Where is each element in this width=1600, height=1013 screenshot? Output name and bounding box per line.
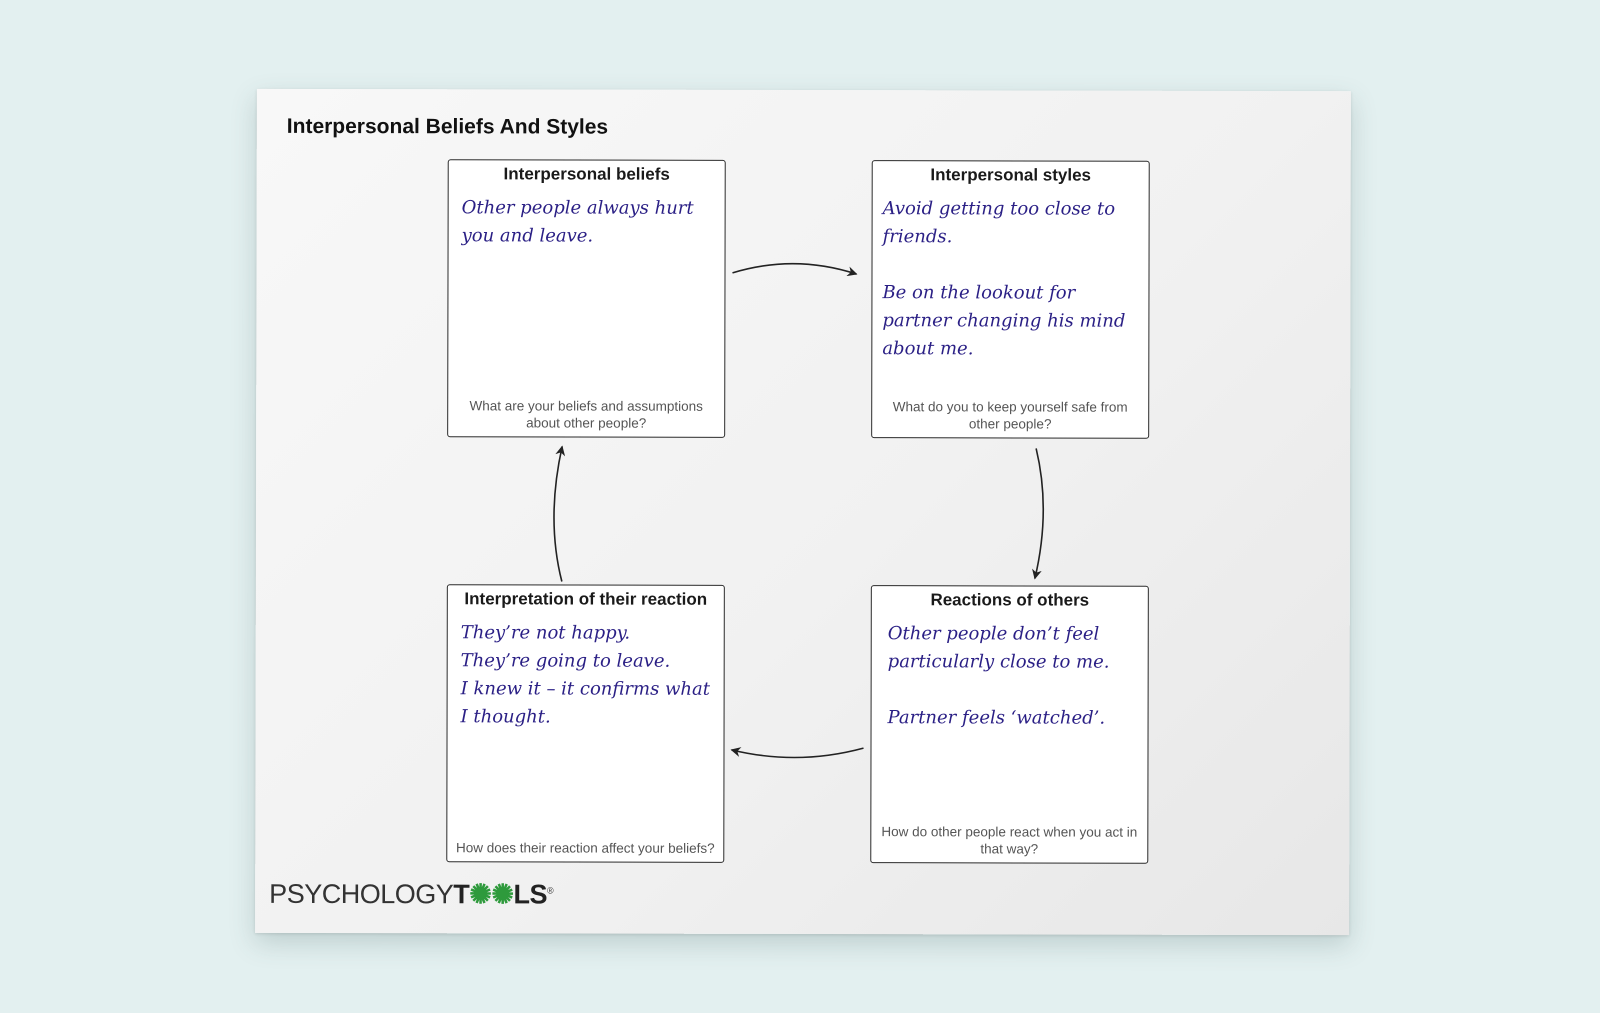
- box-prompt: How does their reaction affect your beli…: [455, 840, 715, 856]
- box-prompt: What do you to keep yourself safe from o…: [892, 399, 1128, 432]
- text-line: Other people always hurt you and leave.: [461, 197, 694, 247]
- arrow-styles-to-reactions: [1032, 448, 1045, 580]
- box-interpersonal-styles: Interpersonal styles Avoid getting too c…: [871, 160, 1150, 439]
- cycle-arrows: [553, 262, 1045, 759]
- text-line: Other people don’t feel particularly clo…: [887, 623, 1110, 673]
- text-line: Avoid getting too close to friends.: [882, 198, 1116, 248]
- box-handwritten-text: They’re not happy. They’re going to leav…: [461, 619, 716, 732]
- text-line: I knew it – it confirms what I thought.: [460, 678, 711, 728]
- box-interpersonal-beliefs: Interpersonal beliefs Other people alway…: [447, 159, 726, 438]
- arrow-interpretation-to-beliefs: [553, 445, 566, 582]
- text-line: They’re going to leave.: [460, 650, 671, 672]
- box-handwritten-text: Other people always hurt you and leave.: [462, 194, 717, 251]
- text-line: They’re not happy.: [460, 622, 631, 644]
- box-interpretation-of-their-reaction: Interpretation of their reaction They’re…: [446, 584, 725, 863]
- psychology-tools-logo: PSYCHOLOGYT✺✺LS®: [269, 878, 554, 910]
- box-title: Interpersonal styles: [930, 165, 1092, 185]
- box-prompt: What are your beliefs and assumptions ab…: [469, 398, 703, 431]
- arrow-reactions-to-interpretation: [730, 747, 864, 759]
- box-title: Interpretation of their reaction: [464, 589, 708, 609]
- box-handwritten-text: Avoid getting too close to friends. Be o…: [882, 195, 1140, 364]
- gear-icon: ✺✺: [469, 879, 514, 910]
- box-title: Interpersonal beliefs: [503, 164, 670, 184]
- worksheet: Interpersonal Beliefs And Styles Interpe…: [255, 88, 1351, 936]
- arrow-beliefs-to-styles: [732, 262, 858, 277]
- box-handwritten-text: Other people don’t feel particularly clo…: [888, 620, 1140, 733]
- box-prompt: How do other people react when you act i…: [881, 824, 1138, 857]
- text-line: Partner feels ‘watched’.: [887, 707, 1106, 729]
- box-title: Reactions of others: [930, 590, 1090, 610]
- box-reactions-of-others: Reactions of others Other people don’t f…: [870, 585, 1149, 864]
- text-line: Be on the lookout for partner changing h…: [882, 282, 1126, 360]
